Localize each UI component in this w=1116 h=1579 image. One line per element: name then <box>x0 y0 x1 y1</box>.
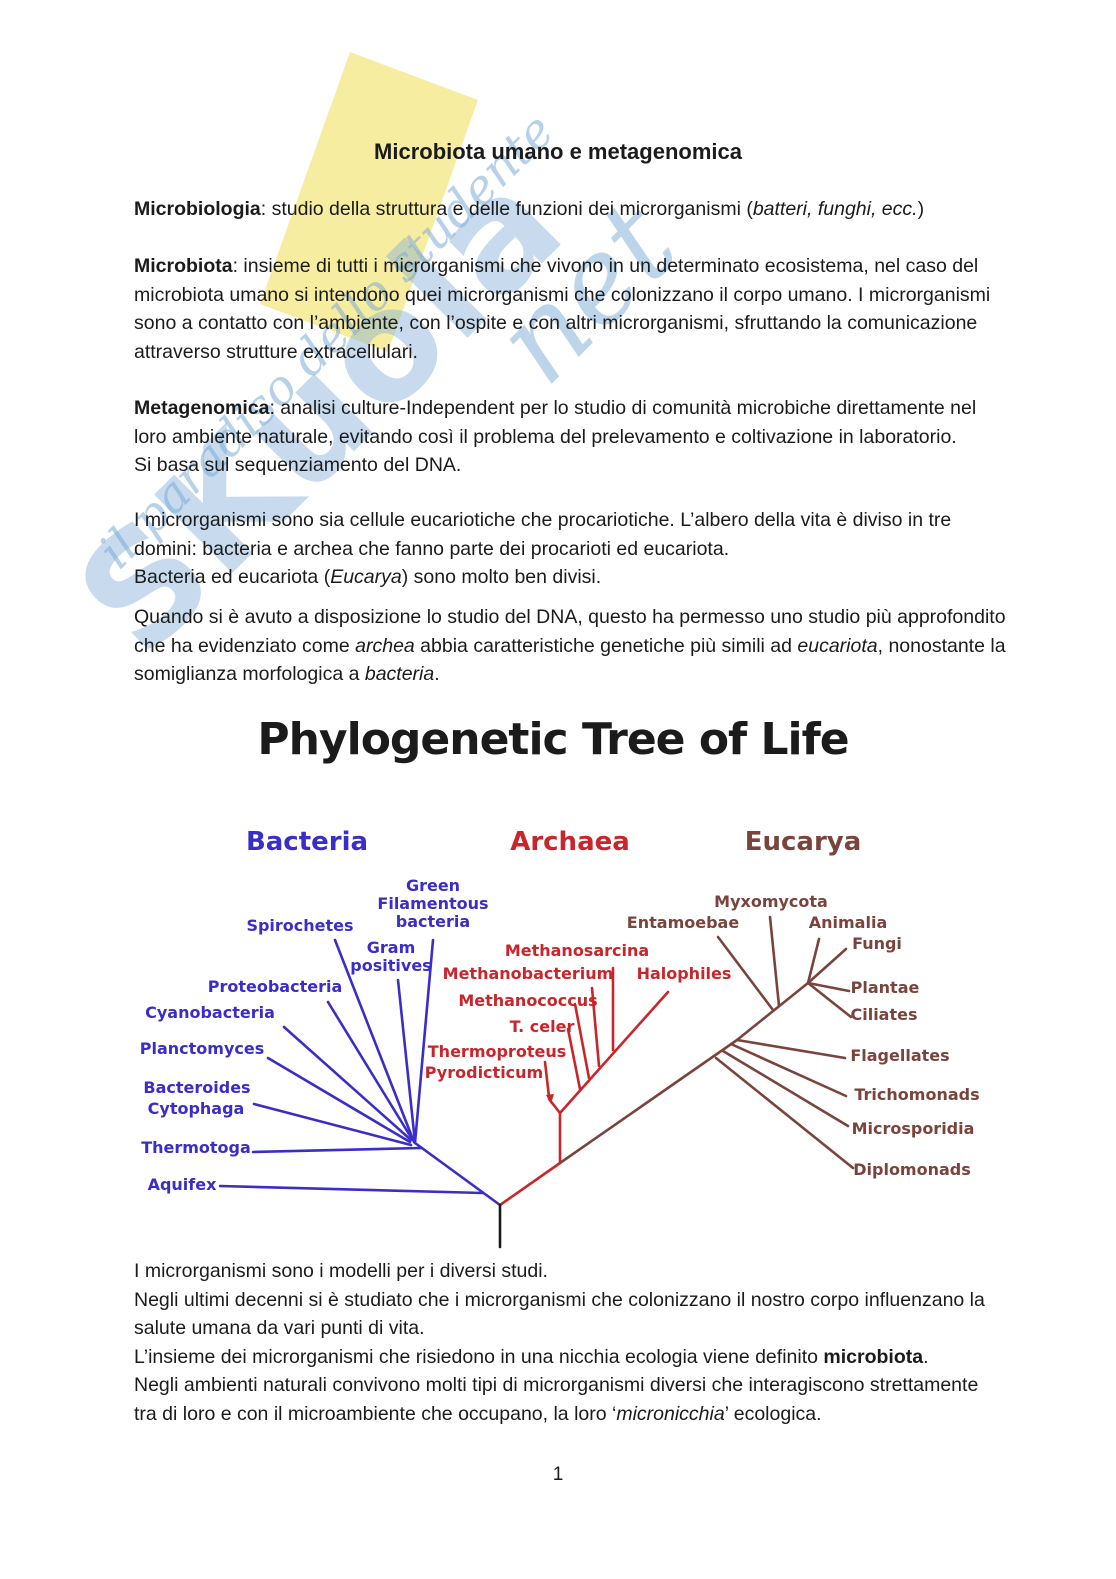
tree-branch <box>543 1060 551 1099</box>
text-line: L’insieme dei microrganismi che risiedon… <box>134 1345 929 1368</box>
tree-branch <box>806 981 853 1019</box>
taxon-label: Thermoproteus <box>428 1042 566 1061</box>
tree-branch <box>714 1056 855 1170</box>
taxon-label: Diplomonads <box>853 1160 971 1179</box>
tree-branch <box>558 990 670 1115</box>
taxon-label: Fungi <box>852 934 902 953</box>
tree-branch <box>326 1000 414 1141</box>
text-line: Negli ultimi decenni si è studiato che i… <box>134 1288 985 1311</box>
tree-branch <box>768 915 781 1008</box>
text-line: tra di loro e con il microambiente che o… <box>134 1402 822 1425</box>
taxon-label: Animalia <box>809 913 888 932</box>
text-line: domini: bacteria e archea che fanno part… <box>134 537 730 560</box>
tree-branch <box>729 1042 848 1098</box>
tree-branch <box>735 981 810 1042</box>
document-title: Microbiota umano e metagenomica <box>374 139 742 164</box>
arrowhead-icon <box>546 1094 554 1104</box>
text-line: microbiota umano si intendono quei micro… <box>134 283 991 306</box>
text-line: Metagenomica: analisi culture-Independen… <box>134 397 977 419</box>
taxon-label: Pyrodicticum <box>425 1063 543 1082</box>
taxon-label: Flagellates <box>850 1046 949 1065</box>
tree-branch <box>282 1025 413 1142</box>
tree-branch <box>333 938 416 1144</box>
taxon-label: Gram <box>367 938 416 957</box>
tree-branch <box>716 935 775 1012</box>
tree-title: Phylogenetic Tree of Life <box>257 714 849 765</box>
text-line: somiglianza morfologica a bacteria. <box>134 663 440 685</box>
text-line: Quando si è avuto a disposizione lo stud… <box>134 606 1006 628</box>
text-line: sono a contatto con l’ambiente, con l’os… <box>134 312 978 334</box>
taxon-label: Cyanobacteria <box>145 1003 275 1022</box>
text-line: I microrganismi sono i modelli per i div… <box>134 1260 548 1282</box>
tree-branch <box>806 947 848 985</box>
domain-label-eucarya: Eucarya <box>744 827 862 857</box>
tree-branch <box>413 938 435 1145</box>
tree-branch <box>252 1102 413 1147</box>
tree-branch <box>590 986 601 1068</box>
taxon-label: Bacteroides <box>143 1078 250 1097</box>
taxon-label: Methanosarcina <box>505 941 649 960</box>
taxon-label: Halophiles <box>637 964 732 983</box>
taxon-label: Proteobacteria <box>208 977 343 996</box>
taxon-label: bacteria <box>396 912 470 931</box>
taxon-label: Plantae <box>851 978 920 997</box>
text-line: Microbiologia: studio della struttura e … <box>134 198 925 220</box>
taxon-label: Cytophaga <box>148 1099 245 1118</box>
tree-branch <box>498 1161 562 1207</box>
paragraph: Metagenomica: analisi culture-Independen… <box>134 394 1034 480</box>
tree-branch <box>806 937 821 985</box>
tree-branch <box>735 1038 847 1060</box>
taxon-label: Microsporidia <box>852 1119 975 1138</box>
taxon-label: Entamoebae <box>627 913 740 932</box>
tree-branch <box>251 1146 423 1154</box>
taxon-label: Myxomycota <box>714 892 828 911</box>
taxon-label: Thermotoga <box>141 1138 251 1157</box>
tree-branch <box>573 1002 591 1080</box>
text-line: attraverso strutture extracellulari. <box>134 340 418 363</box>
paragraph: I microrganismi sono i modelli per i div… <box>134 1257 1034 1428</box>
paragraph: Microbiota: insieme di tutti i microrgan… <box>134 252 1034 366</box>
text-line: Microbiota: insieme di tutti i microrgan… <box>134 255 979 277</box>
taxon-label: Trichomonads <box>854 1085 979 1104</box>
tree-branch <box>721 1049 850 1128</box>
taxon-label: Green <box>406 876 460 895</box>
text-line: che ha evidenziato come archea abbia car… <box>134 634 1006 657</box>
taxon-label: Ciliates <box>850 1005 917 1024</box>
text-line: Bacteria ed eucariota (Eucarya) sono mol… <box>134 566 602 588</box>
tree-branch <box>558 1038 739 1165</box>
paragraph: Quando si è avuto a disposizione lo stud… <box>134 603 1034 689</box>
taxon-label: Aquifex <box>148 1175 218 1194</box>
text-line: loro ambiente naturale, evitando così il… <box>134 425 957 448</box>
taxon-label: Planctomyces <box>140 1039 264 1058</box>
tree-branch <box>266 1056 412 1144</box>
tree-branch <box>396 978 417 1144</box>
page-number: 1 <box>552 1464 564 1485</box>
taxon-label: T. celer <box>510 1017 575 1036</box>
tree-branch <box>413 1141 502 1207</box>
text-line: Si basa sul sequenziamento del DNA. <box>134 454 462 476</box>
text-line: salute umana da vari punti di vita. <box>134 1317 425 1339</box>
tree-branch <box>566 1027 582 1091</box>
taxon-label: Spirochetes <box>246 916 353 935</box>
domain-label-bacteria: Bacteria <box>245 827 369 857</box>
text-line: Negli ambienti naturali convivono molti … <box>134 1374 979 1396</box>
domain-label-archaea: Archaea <box>510 827 630 857</box>
paragraph: I microrganismi sono sia cellule eucario… <box>134 506 1034 592</box>
taxon-label: Methanobacterium <box>443 964 614 983</box>
tree-branch <box>806 981 851 993</box>
taxon-label: positives <box>350 956 431 975</box>
taxon-label: Filamentous <box>377 894 488 913</box>
text-line: I microrganismi sono sia cellule eucario… <box>134 509 952 531</box>
taxon-label: Methanococcus <box>458 991 597 1010</box>
tree-branch <box>218 1184 485 1195</box>
paragraph: Microbiologia: studio della struttura e … <box>134 195 1034 224</box>
